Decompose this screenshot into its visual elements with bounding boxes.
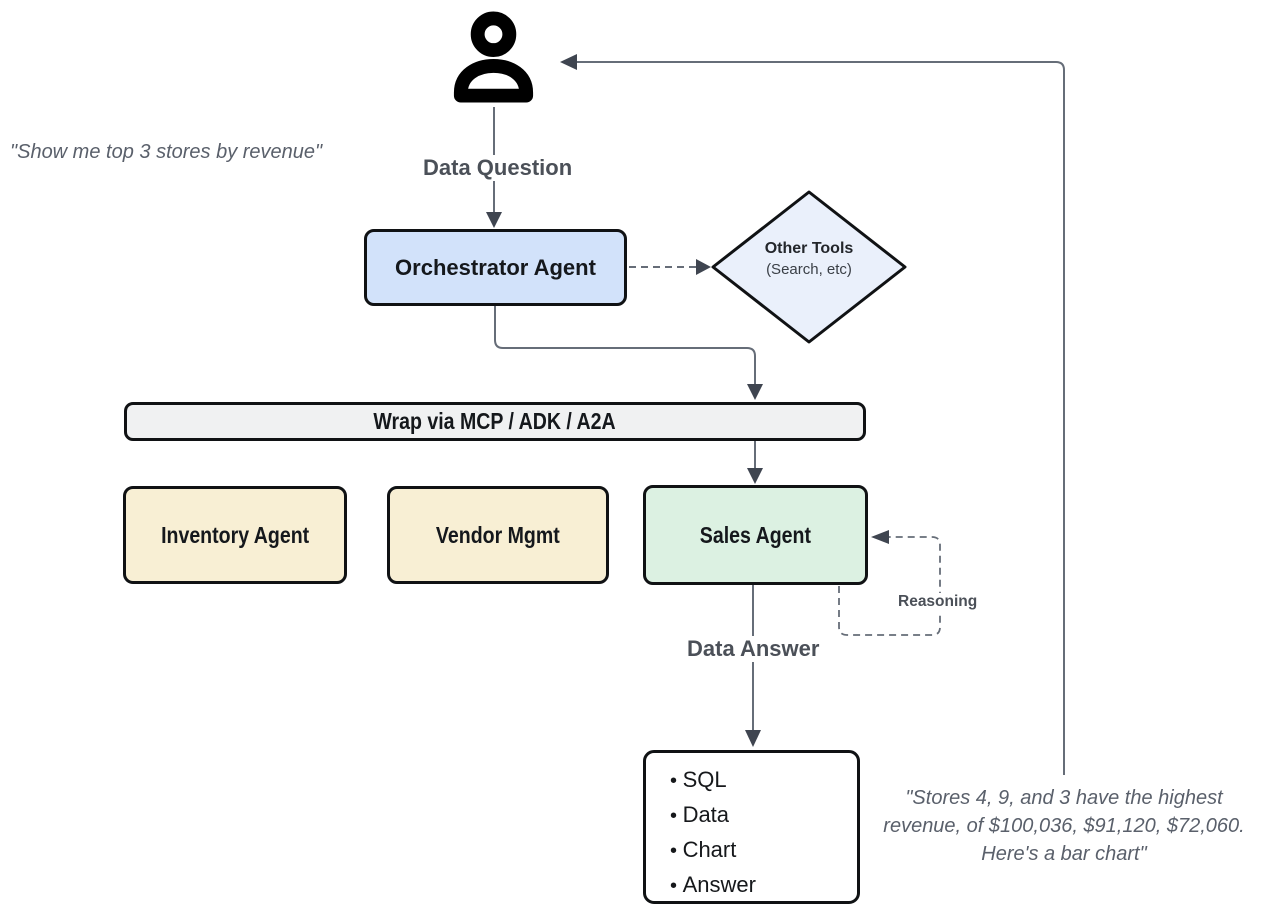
other-tools-subtitle: (Search, etc) [766, 261, 852, 278]
vendor-mgmt-node: Vendor Mgmt [387, 486, 609, 584]
sales-agent-label: Sales Agent [699, 521, 812, 548]
other-tools-diamond [711, 190, 907, 344]
output-item: SQL [670, 763, 857, 798]
reasoning-label: Reasoning [891, 593, 985, 611]
output-item: Chart [670, 833, 857, 868]
sales-output-arrow [745, 585, 761, 747]
orchestrator-agent-node: Orchestrator Agent [364, 229, 627, 306]
user-person-icon [446, 10, 541, 110]
vendor-mgmt-label: Vendor Mgmt [436, 521, 560, 548]
output-list: SQLDataChartAnswer [670, 763, 857, 903]
output-item: Answer [670, 868, 857, 903]
output-item: Data [670, 798, 857, 833]
orchestrator-tools-arrow [629, 259, 711, 275]
inventory-agent-node: Inventory Agent [123, 486, 347, 584]
wrap-bar-label: Wrap via MCP / ADK / A2A [373, 408, 617, 434]
sales-agent-node: Sales Agent [643, 485, 868, 585]
feedback-arrow [560, 54, 1065, 775]
orchestrator-wrap-arrow [494, 306, 763, 400]
user-question-quote: "Show me top 3 stores by revenue" [10, 141, 323, 163]
data-question-label: Data Question [416, 155, 580, 181]
answer-quote: "Stores 4, 9, and 3 have the highest rev… [883, 787, 1245, 865]
output-node: SQLDataChartAnswer [643, 750, 860, 904]
orchestrator-agent-label: Orchestrator Agent [395, 254, 596, 280]
reasoning-loop [838, 530, 941, 636]
other-tools-title: Other Tools [764, 240, 854, 257]
wrap-sales-arrow [747, 441, 763, 484]
inventory-agent-label: Inventory Agent [160, 521, 310, 548]
wrap-mcp-adk-a2a-bar: Wrap via MCP / ADK / A2A [124, 402, 866, 441]
other-tools-node: Other Tools (Search, etc) [719, 238, 899, 280]
data-answer-label: Data Answer [680, 636, 827, 662]
